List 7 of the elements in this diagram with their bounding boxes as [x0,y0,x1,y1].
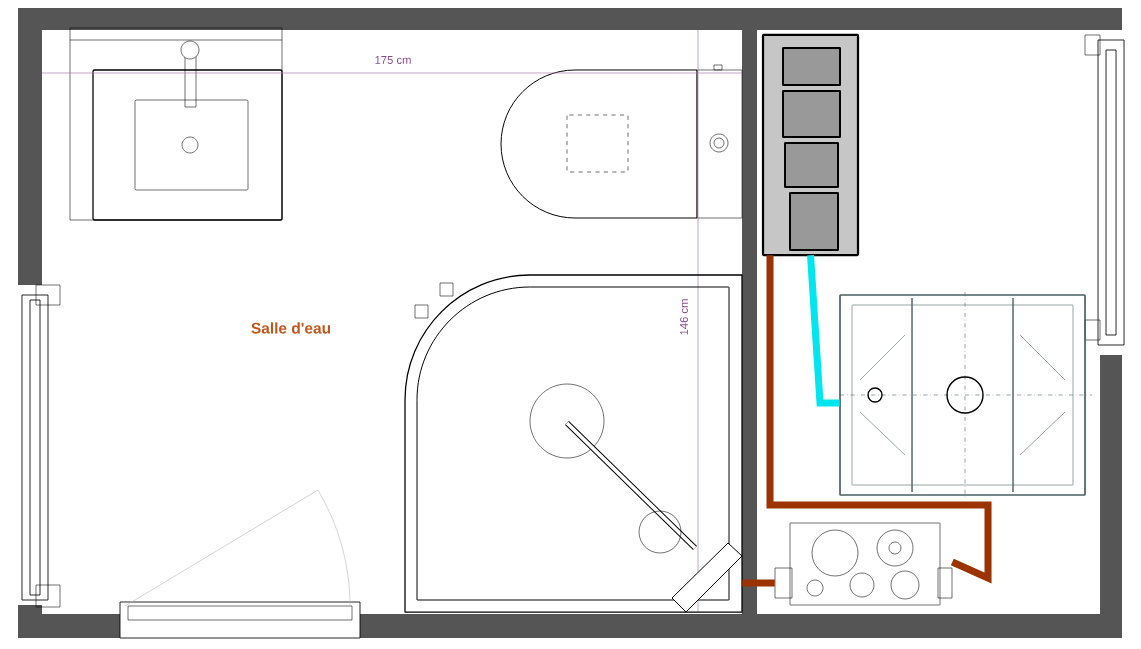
tank-drawing [839,291,1093,501]
dimension-label: 146 cm [680,299,688,335]
room-label: Salle d'eau [251,322,331,334]
shower-tray-drawing [404,274,743,613]
dimension-label: 175 cm [375,56,411,64]
pump-drawing [774,522,953,606]
filter-drawing [761,33,860,257]
